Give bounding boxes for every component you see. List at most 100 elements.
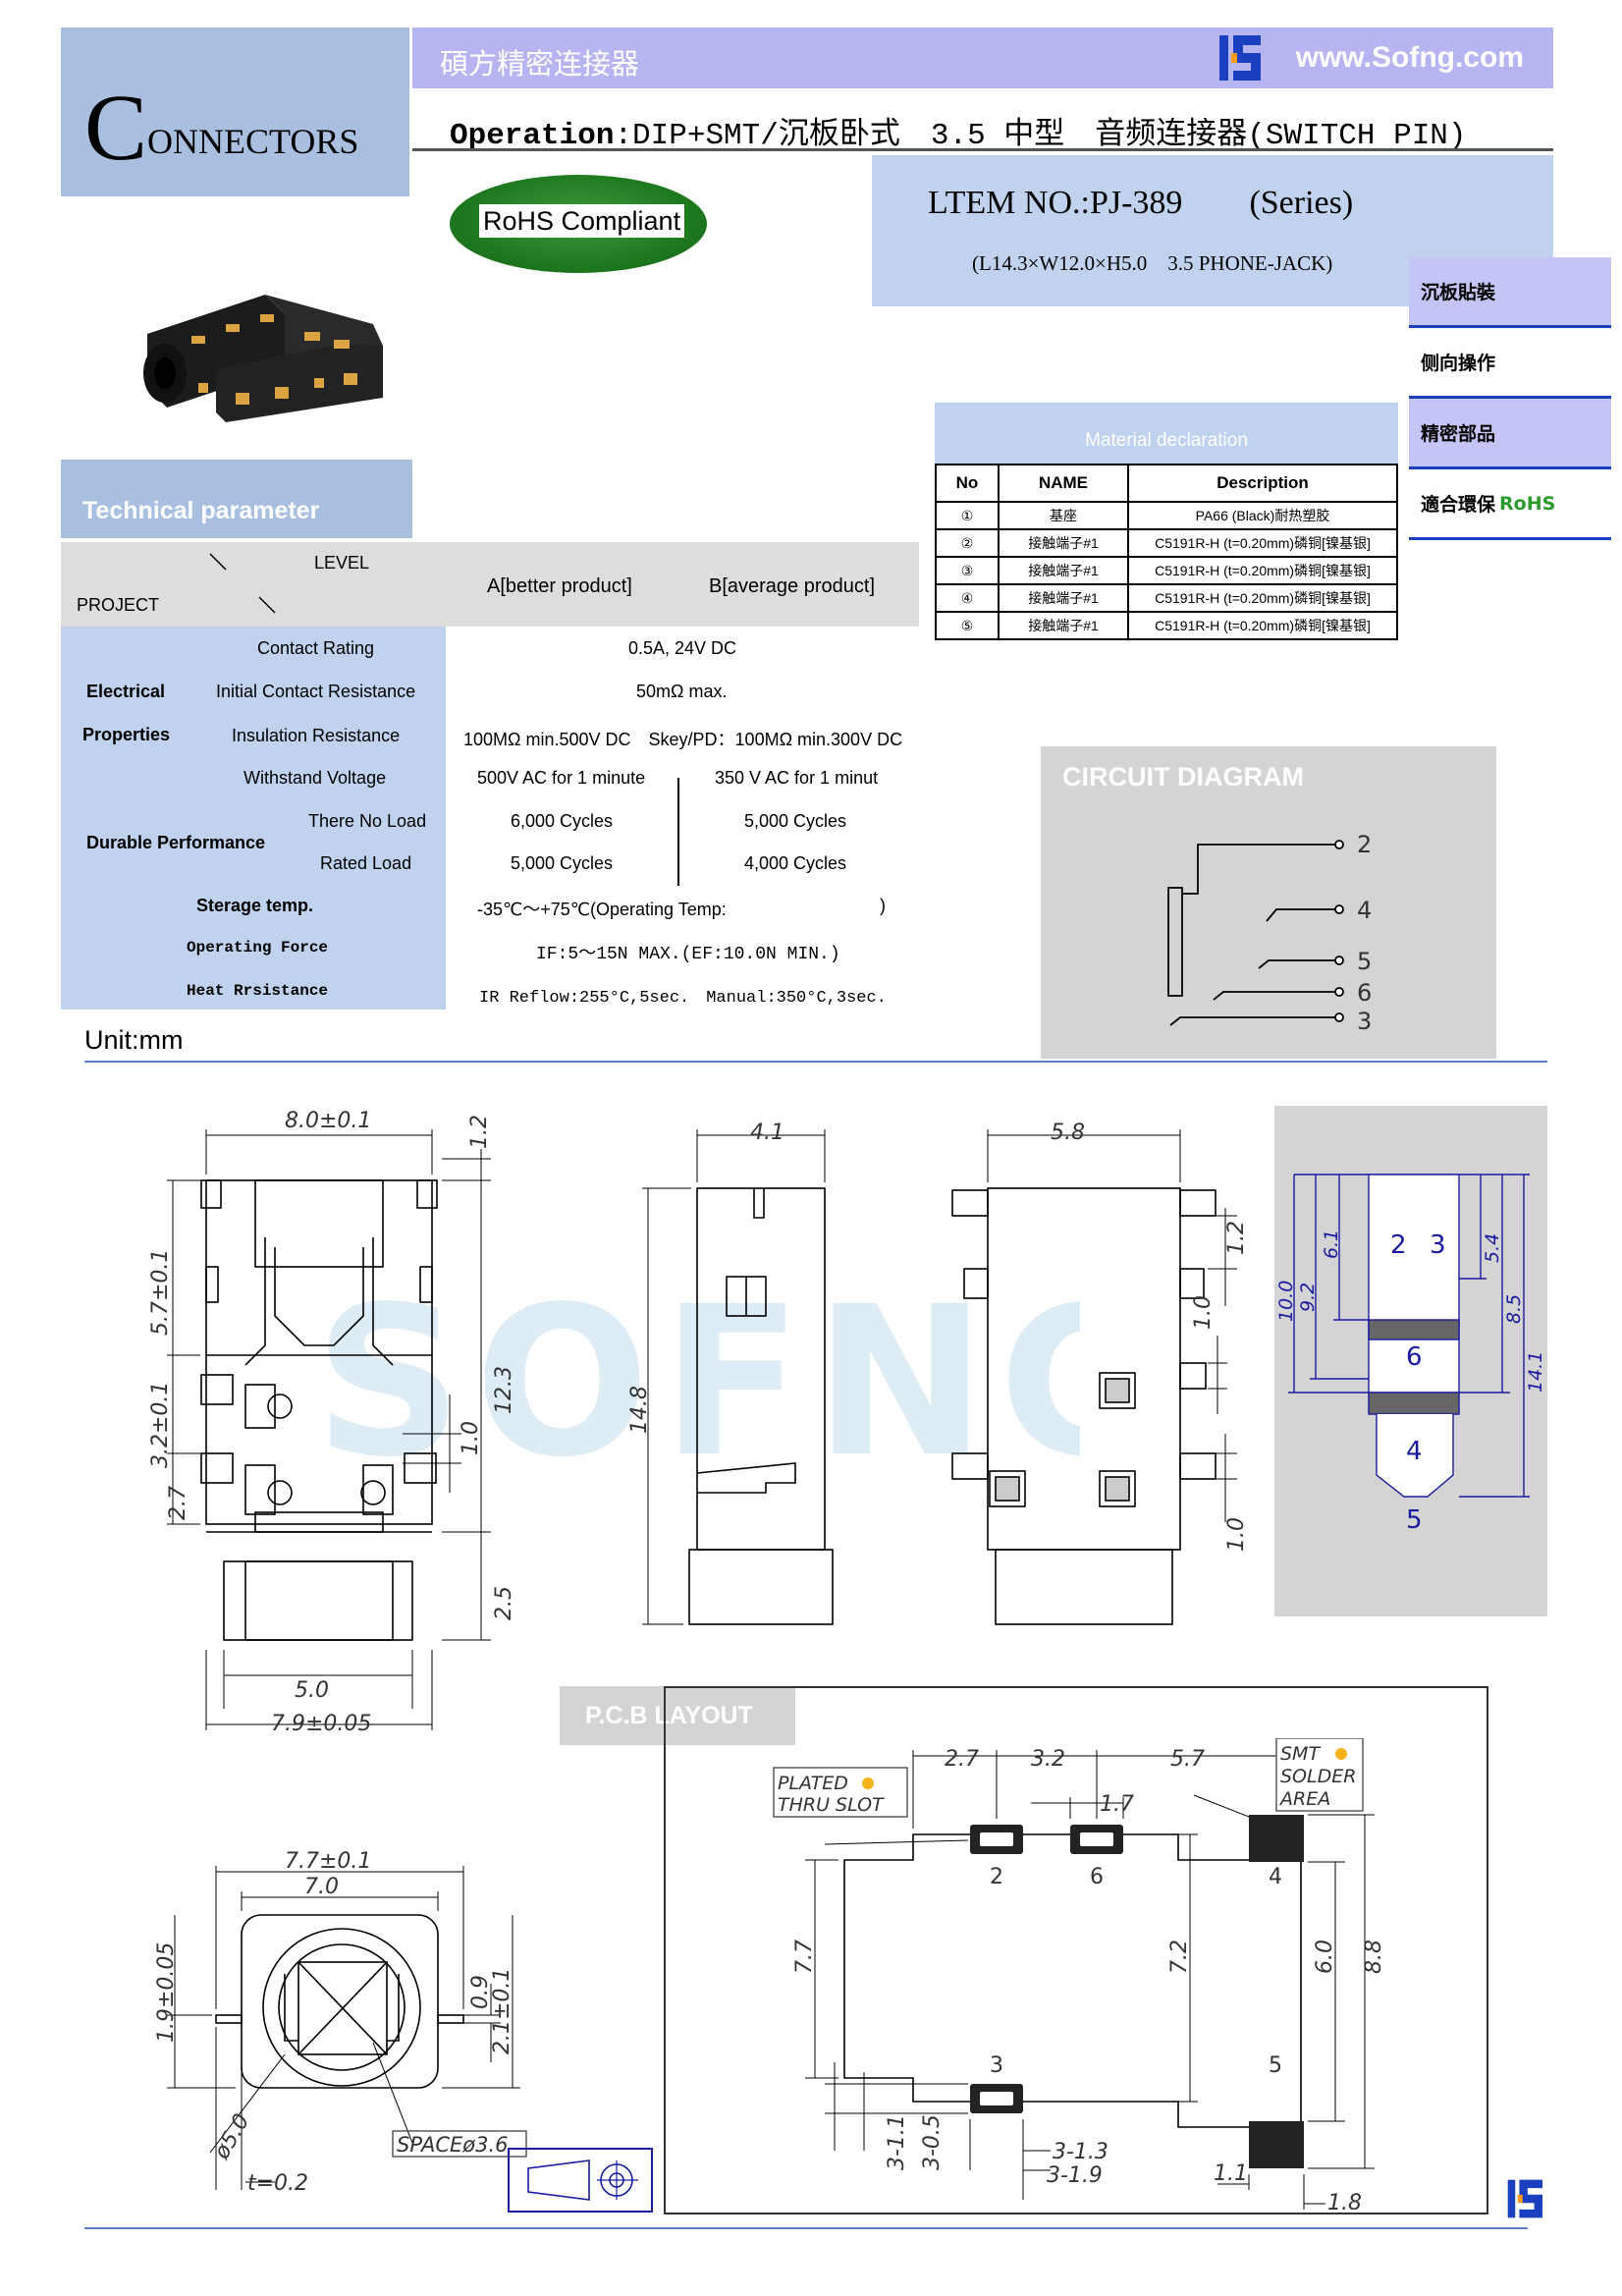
dim-1-0c: 1.0: [1224, 1517, 1247, 1552]
website-link[interactable]: www.Sofng.com: [1295, 41, 1524, 74]
material-col-desc: Description: [1127, 464, 1398, 503]
material-col-name: NAME: [998, 464, 1129, 503]
dim-5-8: 5.8: [1051, 1121, 1085, 1145]
dim-5-0: 5.0: [295, 1678, 329, 1703]
plug-label-3: 3: [1430, 1230, 1446, 1260]
side-tab-sink: 沉板貼裝: [1409, 257, 1611, 328]
circuit-pin-5: 5: [1357, 948, 1372, 975]
divider: [84, 2227, 1528, 2229]
dim-2-5: 2.5: [492, 1586, 516, 1620]
col-a-header: A[better product]: [487, 575, 632, 597]
plug-label-4: 4: [1406, 1437, 1423, 1466]
dim-1-0: 1.0: [459, 1421, 483, 1455]
front-dim-t: t=0.2: [247, 2171, 308, 2196]
col-b-header: B[average product]: [709, 575, 875, 597]
storage-label: Sterage temp.: [196, 896, 314, 915]
item-subtitle: (L14.3×W12.0×H5.0 3.5 PHONE-JACK): [972, 251, 1333, 275]
front-dim-7-0: 7.0: [304, 1875, 339, 1899]
sofng-logo-icon: [1219, 35, 1261, 81]
brand-logo-text: CONNECTORS: [84, 75, 359, 180]
level-label: LEVEL: [314, 553, 370, 573]
heat-label: Heat Rrsistance: [187, 982, 329, 1000]
pcb-dim-3-2: 3.2: [1031, 1747, 1065, 1772]
operating-force-label: Operating Force: [187, 939, 329, 957]
back-view-drawing: 5.8 1.2 1.0 1.0: [951, 1121, 1247, 1625]
circuit-schematic: 2 4 5 6 3: [1167, 831, 1372, 1035]
sofng-logo-icon: [1507, 2179, 1542, 2218]
contact-rating-label: Contact Rating: [257, 638, 375, 658]
electrical-label: Electrical: [86, 682, 166, 701]
dim-3-2: 3.2±0.1: [148, 1382, 173, 1468]
durable-label: Durable Performance: [86, 833, 266, 852]
pcb-pad-6: 6: [1090, 1865, 1104, 1889]
circuit-pin-6: 6: [1357, 979, 1372, 1007]
projection-symbol-icon: [508, 2148, 653, 2213]
plug-drawing: 10.0 9.2 6.1 5.4 8.5 14.1 2 3 6 4 5: [1275, 1174, 1546, 1535]
dim-2-7: 2.7: [166, 1486, 190, 1520]
pcb-dim-1-1: 1.1: [1214, 2161, 1248, 2186]
project-label: PROJECT: [77, 595, 160, 615]
pcb-dim-1-8: 1.8: [1327, 2191, 1362, 2210]
storage-value-end: ): [880, 896, 886, 915]
insulation-value: 100MΩ min.500V DC Skey/PD：100MΩ min.300V…: [463, 730, 903, 749]
dim-14-8: 14.8: [628, 1386, 652, 1434]
front-face-drawing: 7.7±0.1 7.0 1.9±0.05 0.9 2.1±0.1 ø5.0 t=…: [154, 1849, 527, 2196]
pcb-dim-8-8: 8.8: [1362, 1940, 1386, 1974]
pcb-dim-6-0: 6.0: [1313, 1940, 1337, 1974]
heat-value: IR Reflow:255°C,5sec. Manual:350°C,3sec.: [479, 989, 887, 1008]
dim-8-0: 8.0±0.1: [285, 1109, 371, 1133]
divider: [84, 1061, 1547, 1063]
dim-1-2: 1.2: [467, 1115, 492, 1149]
circuit-pin-3: 3: [1357, 1008, 1372, 1035]
tech-header: Technical parameter: [61, 460, 412, 538]
properties-label: Properties: [82, 725, 171, 744]
withstand-a: 500V AC for 1 minute: [477, 768, 646, 788]
initial-resistance-label: Initial Contact Resistance: [216, 682, 416, 701]
side-view-drawing: 4.1 14.8: [628, 1121, 834, 1625]
plug-dim-14-1: 14.1: [1525, 1351, 1546, 1393]
withstand-b: 350 V AC for 1 minut: [715, 768, 879, 788]
side-tab-precision: 精密部品: [1409, 399, 1611, 469]
pcb-thru-label: THRU SLOT: [778, 1794, 885, 1816]
rated-load-a: 5,000 Cycles: [511, 853, 614, 873]
front-dim-1-9: 1.9±0.05: [154, 1942, 179, 2043]
contact-rating-value: 0.5A, 24V DC: [628, 638, 737, 658]
dim-12-3: 12.3: [492, 1366, 516, 1414]
operating-force-value: IF:5～15N MAX.(EF:10.0N MIN.): [536, 945, 840, 964]
pcb-frame: [664, 1686, 1488, 2214]
dim-1-0b: 1.0: [1191, 1295, 1216, 1330]
pcb-pad-4: 4: [1269, 1865, 1282, 1889]
pcb-dim-1-7: 1.7: [1100, 1792, 1134, 1817]
pcb-header: P.C.B LAYOUT: [560, 1686, 795, 1745]
pcb-dim-2-7: 2.7: [945, 1747, 979, 1772]
dim-5-7: 5.7±0.1: [148, 1249, 173, 1336]
pcb-plated-label: PLATED: [778, 1773, 848, 1794]
withstand-label: Withstand Voltage: [243, 768, 387, 788]
pcb-dim-7-7: 7.7: [792, 1940, 817, 1974]
plug-dim-6-1: 6.1: [1321, 1230, 1342, 1259]
circuit-diagram: CIRCUIT DIAGRAM 2 4 5 6 3: [1041, 746, 1496, 1059]
no-load-label: There No Load: [308, 811, 427, 831]
pcb-pad-5: 5: [1269, 2053, 1282, 2078]
item-title: LTEM NO.:PJ-389 (Series): [928, 185, 1354, 221]
company-name: 碩方精密连接器: [440, 47, 640, 81]
insulation-label: Insulation Resistance: [232, 726, 401, 745]
product-photo: [143, 295, 383, 422]
operation-line: Operation:DIP+SMT/沉板卧式 3.5 中型 音频连接器(SWIT…: [450, 119, 1467, 153]
rated-load-b: 4,000 Cycles: [744, 853, 847, 873]
material-header: Material declaration: [935, 403, 1398, 464]
pcb-pad-2: 2: [990, 1865, 1003, 1889]
front-dim-0-9: 0.9: [468, 1975, 493, 2009]
plug-label-5: 5: [1406, 1505, 1423, 1535]
plug-dim-8-5: 8.5: [1503, 1294, 1525, 1324]
no-load-b: 5,000 Cycles: [744, 811, 847, 831]
pcb-dim-3-1-1: 3-1.1: [885, 2114, 909, 2170]
dim-4-1: 4.1: [750, 1121, 784, 1145]
pcb-solder-label: SOLDER: [1280, 1766, 1356, 1787]
plug-dim-9-2: 9.2: [1297, 1283, 1319, 1312]
storage-value: -35℃～+75℃(Operating Temp:: [477, 900, 727, 919]
